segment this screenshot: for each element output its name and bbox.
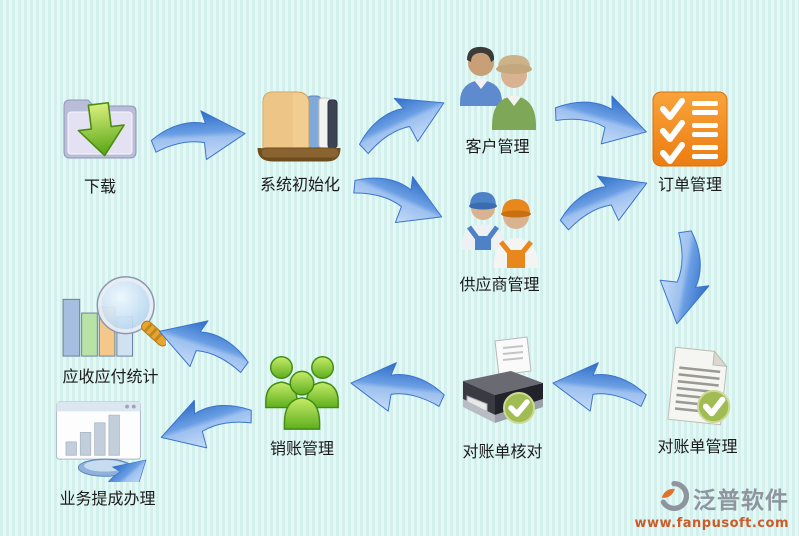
arrow-writeoff-mgmt-to-commission (148, 376, 262, 464)
node-supplier-mgmt: 供应商管理 (442, 180, 557, 295)
arrow-download-to-system-init (146, 100, 249, 165)
node-statement-mgmt: 对账单管理 (645, 342, 750, 457)
node-writeoff-mgmt: 销账管理 (252, 346, 352, 459)
node-order-mgmt: 订单管理 (640, 90, 740, 195)
vendor-logo: 泛普软件 www.fanpusoft.com (634, 480, 789, 531)
report-growth-icon (50, 398, 165, 516)
node-label: 客户管理 (465, 137, 530, 156)
statement-document-check-icon (654, 342, 742, 430)
customer-people-icon (448, 40, 548, 130)
arrow-customer-mgmt-to-order-mgmt (546, 73, 659, 158)
vendor-url: www.fanpusoft.com (634, 516, 789, 531)
arrow-system-init-to-supplier-mgmt (342, 147, 458, 242)
node-label: 下载 (83, 177, 116, 196)
node-label: 业务提成办理 (59, 489, 156, 508)
arrow-supplier-mgmt-to-order-mgmt (544, 151, 659, 244)
arrow-statement-check-to-writeoff-mgmt (345, 350, 451, 420)
node-statement-check: 对账单核对 (445, 335, 560, 462)
green-people-icon (258, 346, 346, 432)
vendor-name: 泛普软件 (693, 488, 789, 514)
folder-documents-icon (255, 86, 345, 168)
supplier-workers-icon (450, 180, 550, 268)
node-commission: 业务提成办理 (45, 398, 170, 516)
node-ar-ap-stats: 应收应付统计 (48, 270, 173, 387)
fanpu-logo-icon (659, 480, 690, 515)
node-customer-mgmt: 客户管理 (440, 40, 555, 157)
download-folder-icon (58, 90, 142, 170)
node-label: 供应商管理 (459, 275, 540, 294)
node-label: 对账单管理 (657, 437, 738, 456)
order-checklist-icon (651, 90, 729, 168)
node-label: 对账单核对 (462, 442, 543, 461)
node-download: 下载 (40, 90, 160, 197)
node-label: 系统初始化 (259, 175, 340, 194)
node-label: 应收应付统计 (62, 367, 159, 386)
printer-check-icon (453, 335, 553, 435)
arrow-statement-mgmt-to-statement-check (547, 350, 653, 420)
node-system-init: 系统初始化 (240, 86, 360, 195)
node-label: 订单管理 (657, 175, 722, 194)
node-label: 销账管理 (269, 439, 334, 458)
magnifier-barchart-icon (56, 270, 168, 360)
arrow-order-mgmt-to-statement-mgmt (650, 224, 726, 333)
